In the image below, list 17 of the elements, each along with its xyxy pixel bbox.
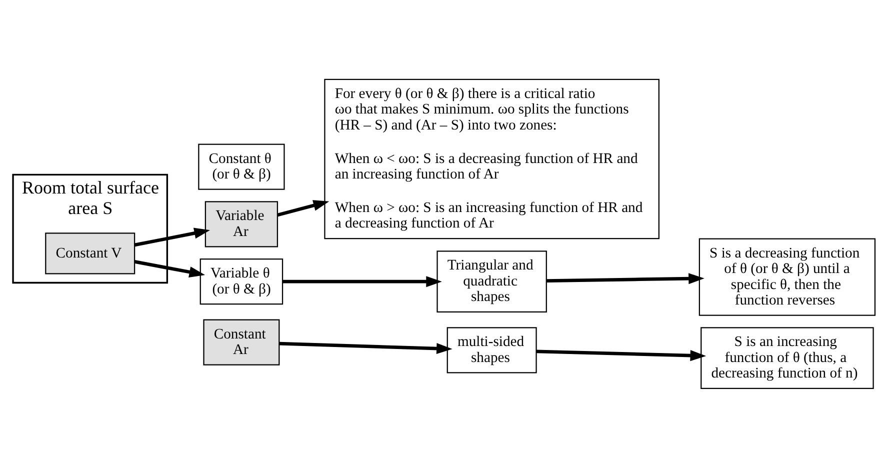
arrow bbox=[134, 228, 210, 247]
node-box: Variable Ar bbox=[204, 201, 278, 248]
node-box: Triangular and quadratic shapes bbox=[436, 250, 547, 313]
node-box: S is an increasing function of θ (thus, a decreasing function of n) bbox=[700, 327, 874, 390]
node-box: multi-sided shapes bbox=[446, 327, 537, 374]
arrow bbox=[536, 350, 706, 362]
node-box: S is a decreasing function of θ (or θ & β) until a specific θ, then the function reverses bbox=[698, 238, 876, 316]
arrow bbox=[283, 276, 442, 288]
node-box: Variable θ (or θ & β) bbox=[200, 258, 284, 305]
arrow bbox=[279, 342, 452, 354]
arrow bbox=[546, 273, 704, 284]
node-box: Constant θ (or θ & β) bbox=[198, 144, 285, 190]
arrow bbox=[134, 260, 206, 278]
node-box: Constant V bbox=[45, 232, 136, 274]
node-box: For every θ (or θ & β) there is a critical ratio ωo that makes S minimum. ωo splits the functions (HR – S) and (Ar – S) into two zones: When ω < ωo: S is a decreasing function of HR and an increasing function of Ar When ω > ωo: S is an increasing function of HR and a decreasing function of Ar bbox=[324, 78, 660, 240]
arrow bbox=[277, 200, 330, 217]
node-box: Constant Ar bbox=[203, 319, 280, 366]
